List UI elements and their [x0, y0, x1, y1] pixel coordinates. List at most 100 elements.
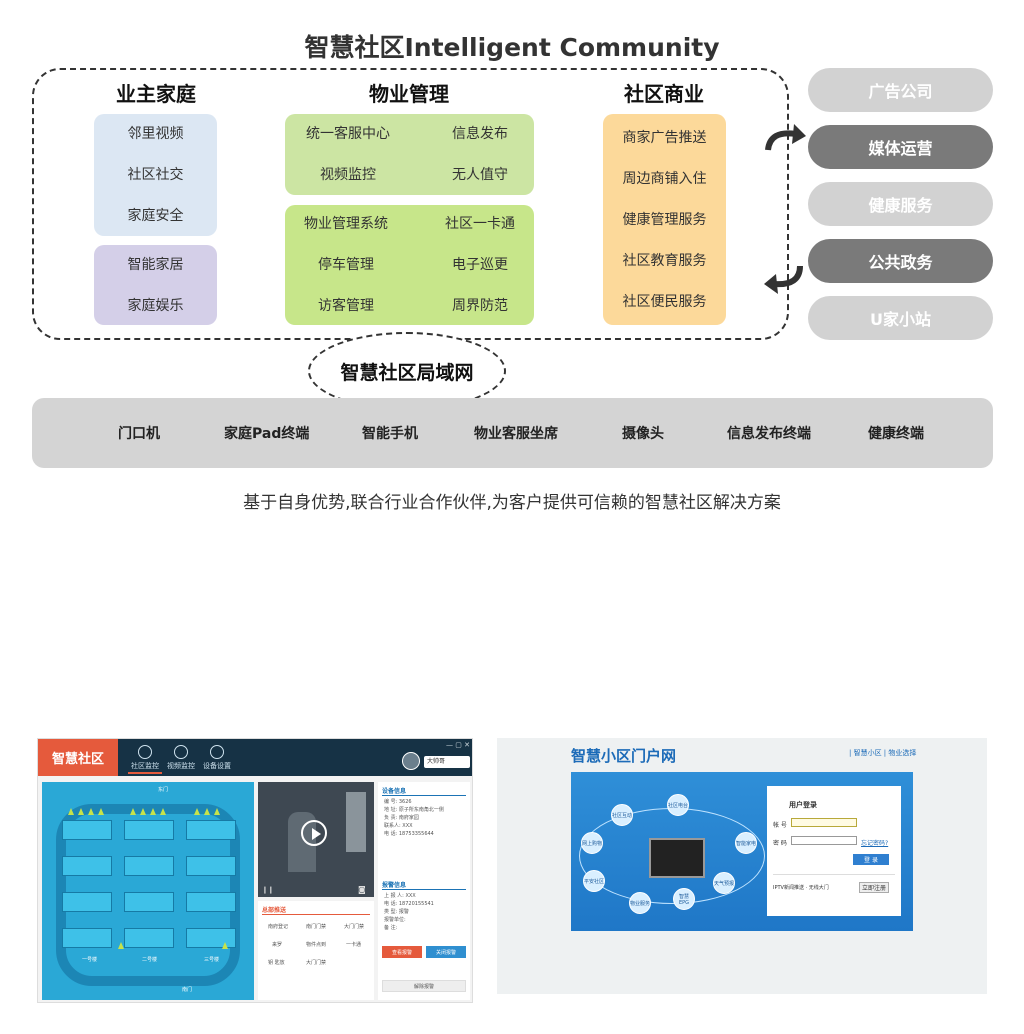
service-bubble[interactable]: 物业服务 — [629, 892, 651, 914]
arrow-up-head — [792, 124, 806, 144]
account-input[interactable] — [791, 818, 857, 827]
device-info-head: 设备信息 — [382, 786, 466, 796]
app-tab-device-settings[interactable]: 设备设置 — [200, 745, 234, 771]
quick-item[interactable]: 物件点到 — [306, 942, 327, 948]
property-item: 周界防范 — [452, 298, 508, 314]
arrow-down-head — [764, 274, 778, 294]
alarm-info-line: 报警单位: — [384, 917, 406, 923]
building[interactable] — [124, 856, 174, 876]
login-box: 用户登录 帐 号 密 码 忘记密码? 登 录 IPTV新闻推送 · 无线大门 立… — [767, 786, 901, 916]
close-alarm-button[interactable]: 关闭报警 — [426, 946, 466, 958]
commerce-box: 商家广告推送 周边商铺入住 健康管理服务 社区教育服务 社区便民服务 — [603, 114, 726, 325]
view-alarm-button[interactable]: 查看报警 — [382, 946, 422, 958]
service-bubble[interactable]: 平安社区 — [583, 870, 605, 892]
device-door-station: 门口机 — [118, 426, 160, 442]
building[interactable] — [186, 820, 236, 840]
property-item: 物业管理系统 — [304, 216, 388, 232]
portal-screenshot: 智慧小区门户网 | 智慧小区 | 物业选择 社区互动 网上购物 平安社区 物业服… — [497, 738, 987, 994]
property-item: 电子巡更 — [452, 257, 508, 273]
device-service-desk: 物业客服坐席 — [474, 426, 558, 442]
building[interactable] — [186, 928, 236, 948]
gear-icon — [210, 745, 224, 759]
quick-item[interactable]: 钥 匙放 — [268, 960, 285, 966]
property-box-2: 物业管理系统 社区一卡通 停车管理 电子巡更 访客管理 周界防范 — [285, 205, 534, 325]
owner-item: 家庭安全 — [127, 208, 184, 224]
owner-item: 智能家居 — [127, 257, 184, 273]
window-controls[interactable]: — ▢ ✕ — [446, 741, 470, 749]
community-map[interactable]: 东门 南门 一号楼 二号楼 三号楼 — [42, 782, 254, 1000]
owner-item: 家庭娱乐 — [127, 298, 184, 314]
device-home-pad: 家庭Pad终端 — [224, 426, 310, 442]
service-bubble[interactable]: 网上购物 — [581, 832, 603, 854]
tree-icon — [194, 808, 200, 815]
device-bar: 门口机 家庭Pad终端 智能手机 物业客服坐席 摄像头 信息发布终端 健康终端 — [32, 398, 993, 468]
login-button[interactable]: 登 录 — [853, 854, 889, 865]
quick-actions-panel: 总部推送 南府登记 南门门禁 大门门禁 来罗 物件点到 一卡通 钥 匙放 大门门… — [258, 901, 374, 1000]
tree-icon — [68, 808, 74, 815]
tree-icon — [88, 808, 94, 815]
building[interactable] — [62, 892, 112, 912]
app-tab-label: 社区监控 — [131, 762, 159, 770]
active-tab-indicator — [128, 772, 162, 774]
camera-icon[interactable]: ◙ — [358, 885, 366, 894]
quick-item[interactable]: 南门门禁 — [306, 924, 327, 930]
building[interactable] — [124, 892, 174, 912]
login-bottom-text: IPTV新闻推送 · 无线大门 — [773, 885, 829, 891]
play-icon[interactable] — [301, 820, 327, 846]
quick-item[interactable]: 南府登记 — [268, 924, 289, 930]
arrow-up-curve — [765, 130, 797, 151]
service-bubble[interactable]: 社区互动 — [611, 804, 633, 826]
clear-alarm-button[interactable]: 解除报警 — [382, 980, 466, 992]
building[interactable] — [124, 820, 174, 840]
owner-item: 社区社交 — [127, 167, 184, 183]
building[interactable] — [62, 856, 112, 876]
alarm-info-line: 类 型: 报警 — [384, 909, 409, 915]
tree-icon — [150, 808, 156, 815]
avatar[interactable] — [402, 752, 420, 770]
partner-government: 公共政务 — [808, 239, 993, 283]
tree-icon — [160, 808, 166, 815]
device-health-terminal: 健康终端 — [868, 426, 924, 442]
pause-icon[interactable]: ❙❙ — [262, 886, 274, 894]
device-info-line: 电 话: 18753355644 — [384, 831, 434, 837]
forgot-password-link[interactable]: 忘记密码? — [861, 840, 889, 847]
partner-arrows — [764, 124, 806, 294]
service-bubble[interactable]: 天气预报 — [713, 872, 735, 894]
divider — [262, 914, 370, 915]
partner-ad-company: 广告公司 — [808, 68, 993, 112]
quick-item[interactable]: 来罗 — [272, 942, 283, 948]
video-player[interactable]: ❙❙ ◙ — [258, 782, 374, 897]
map-gate-label: 南门 — [182, 987, 193, 993]
building[interactable] — [186, 892, 236, 912]
device-info-terminal: 信息发布终端 — [727, 426, 811, 442]
quick-item[interactable]: 大门门禁 — [344, 924, 365, 930]
tree-icon — [204, 808, 210, 815]
commerce-item: 商家广告推送 — [622, 130, 707, 146]
register-button[interactable]: 立即注册 — [859, 882, 889, 893]
password-input[interactable] — [791, 836, 857, 845]
building[interactable] — [62, 820, 112, 840]
property-item: 视频监控 — [320, 167, 376, 183]
slogan: 基于自身优势,联合行业合作伙伴,为客户提供可信赖的智慧社区解决方案 — [243, 493, 781, 513]
portal-title: 智慧小区门户网 — [571, 747, 677, 765]
user-select[interactable]: 大帅哥 — [424, 756, 470, 768]
app-tab-video-monitor[interactable]: 视频监控 — [164, 745, 198, 771]
alarm-info-line: 上 报 人: XXX — [384, 893, 416, 899]
service-bubble[interactable]: 智能家电 — [735, 832, 757, 854]
owner-family-box-2: 智能家居 家庭娱乐 — [94, 245, 217, 325]
building[interactable] — [62, 928, 112, 948]
portal-panel: 社区互动 网上购物 平安社区 物业服务 智慧EPG 天气预报 智能家电 社区电台… — [571, 772, 913, 931]
portal-links[interactable]: | 智慧小区 | 物业选择 — [849, 749, 917, 757]
app-tab-community-monitor[interactable]: 社区监控 — [128, 745, 162, 771]
quick-item[interactable]: 大门门禁 — [306, 960, 327, 966]
building[interactable] — [186, 856, 236, 876]
quick-head: 总部推送 — [262, 907, 287, 914]
service-bubble[interactable]: 社区电台 — [667, 794, 689, 816]
service-bubble[interactable]: 智慧EPG — [673, 888, 695, 910]
device-info-line: 地 址: 原子所东南角北一侧 — [384, 807, 444, 813]
quick-item[interactable]: 一卡通 — [346, 942, 362, 948]
building[interactable] — [124, 928, 174, 948]
tree-icon — [78, 808, 84, 815]
tree-icon — [118, 942, 124, 949]
account-label: 帐 号 — [773, 822, 787, 829]
